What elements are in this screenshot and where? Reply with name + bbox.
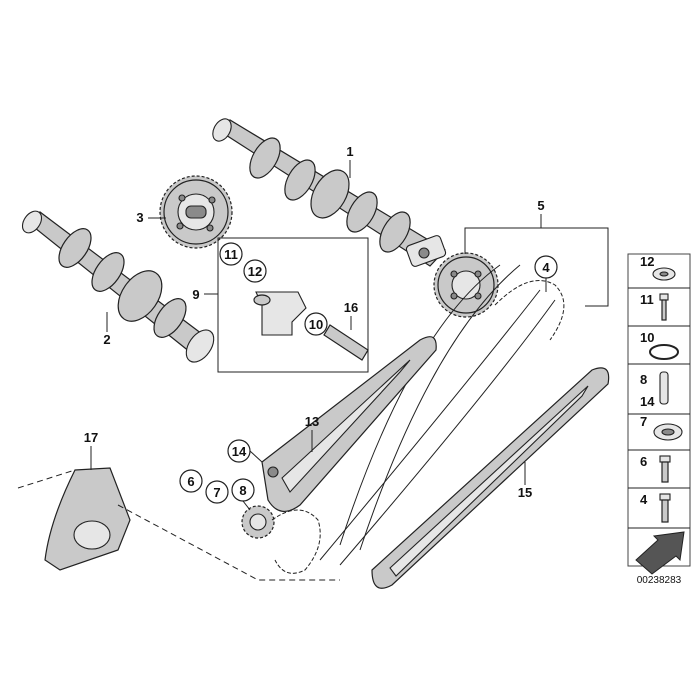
callout-11: 11	[219, 242, 243, 266]
washer-icon	[652, 267, 676, 281]
legend-label-10: 10	[640, 330, 654, 345]
legend-label-12: 12	[640, 254, 654, 269]
label-2: 2	[103, 332, 110, 347]
tensioner-rail-13	[261, 336, 437, 512]
bushing-icon	[653, 423, 683, 441]
label-16: 16	[344, 300, 358, 315]
label-3: 3	[136, 210, 143, 225]
label-1: 1	[346, 144, 353, 159]
svg-text:4: 4	[542, 260, 550, 275]
guide-rail-15	[371, 367, 610, 589]
timing-chain-lower	[271, 509, 321, 574]
callout-8: 8	[231, 478, 255, 502]
bolt-icon	[659, 455, 671, 483]
svg-text:7: 7	[213, 485, 220, 500]
legend-label-8: 8	[640, 372, 647, 387]
legend-label-11: 11	[640, 292, 654, 307]
label-5: 5	[537, 198, 544, 213]
camshaft-upper	[212, 118, 447, 267]
sprocket-5	[433, 252, 499, 318]
callout-6: 6	[179, 469, 203, 493]
legend-label-7: 7	[640, 414, 647, 429]
legend-label-4: 4	[640, 492, 648, 507]
label-13: 13	[305, 414, 319, 429]
label-9: 9	[192, 287, 199, 302]
callout-10: 10	[304, 312, 328, 336]
parts-legend: 12 11 10 8 14 7 6 4	[627, 253, 691, 575]
svg-text:6: 6	[187, 474, 194, 489]
callout-14: 14	[227, 439, 251, 463]
svg-text:11: 11	[224, 247, 238, 262]
callout-12: 12	[243, 259, 267, 283]
svg-text:10: 10	[309, 317, 323, 332]
cover-17	[44, 467, 131, 571]
timing-chain-upper	[494, 280, 565, 341]
legend-label-6: 6	[640, 454, 647, 469]
group-9-box	[217, 237, 369, 373]
callout-4: 4	[534, 255, 558, 279]
bolt-icon	[659, 293, 669, 321]
direction-arrow-icon	[635, 531, 685, 575]
legend-label-14: 14	[640, 394, 655, 409]
sprocket-3	[159, 175, 233, 249]
svg-text:8: 8	[239, 483, 246, 498]
dowel-pin-icon	[659, 371, 669, 405]
bolt-icon	[659, 493, 671, 523]
leader-lines	[17, 160, 609, 581]
svg-text:12: 12	[248, 264, 262, 279]
crank-sprocket	[241, 505, 275, 539]
label-15: 15	[518, 485, 532, 500]
o-ring-icon	[649, 344, 679, 360]
camshaft-lower	[21, 210, 215, 363]
drawing-number: 00238283	[637, 575, 682, 586]
svg-text:14: 14	[232, 444, 247, 459]
callout-7: 7	[205, 480, 229, 504]
label-17: 17	[84, 430, 98, 445]
